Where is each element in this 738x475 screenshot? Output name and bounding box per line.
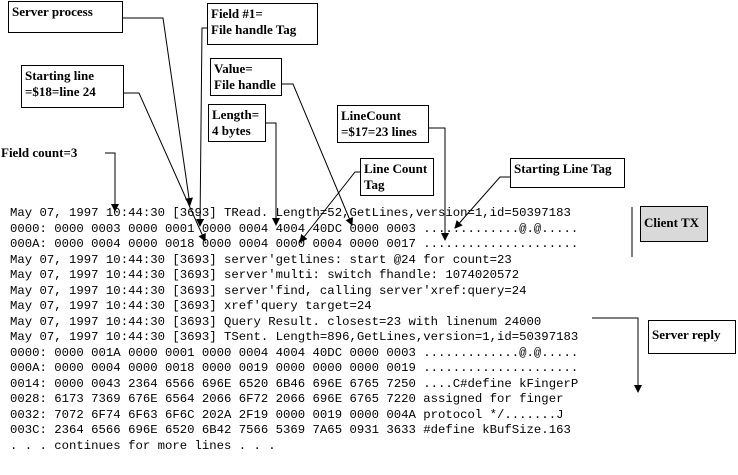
callout-field1-file-handle-tag: Field #1= File handle Tag (207, 3, 318, 45)
log-line: 0032: 7072 6F74 6F63 6F6C 202A 2F19 0000… (10, 407, 564, 422)
callout-starting-line-tag: Starting Line Tag (510, 158, 625, 188)
arrow-line-count-tag (299, 171, 360, 243)
log-line: May 07, 1997 10:44:30 [3693] xref'query … (10, 299, 372, 313)
arrow-starting-line-tag (454, 176, 510, 229)
log-line: May 07, 1997 10:44:30 [3693] server'find… (10, 283, 527, 298)
arrow-server-reply (592, 317, 642, 393)
callout-length-4-bytes: Length= 4 bytes (208, 104, 266, 142)
callout-client-tx: Client TX (640, 206, 708, 242)
log-line: May 07, 1997 10:44:30 [3693] Query Resul… (10, 314, 542, 329)
log-line: 000A: 0000 0004 0000 0018 0000 0004 0000… (10, 237, 579, 251)
callout-server-process: Server process (8, 1, 123, 33)
callout-starting-line: Starting line =$18=line 24 (21, 65, 124, 108)
arrow-value (282, 83, 353, 226)
log-line: . . . continues for more lines . . . (10, 438, 276, 453)
arrow-length (266, 122, 280, 226)
callout-line-count-tag: Line Count Tag (360, 158, 434, 196)
arrow-linecount (429, 127, 449, 241)
log-line: May 07, 1997 10:44:30 [3693] TRead. Leng… (10, 206, 571, 220)
arrow-field-count (105, 152, 119, 212)
log-listing: May 07, 1997 10:44:30 [3693] TRead. Leng… (10, 206, 578, 454)
callout-server-reply: Server reply (648, 320, 736, 354)
log-line: 000A: 0000 0004 0000 0018 0000 0019 0000… (10, 361, 579, 375)
arrow-server-process (123, 17, 193, 206)
callout-value-file-handle: Value= File handle (210, 58, 282, 96)
arrow-starting-line (124, 92, 206, 242)
log-line: May 07, 1997 10:44:30 [3693] TSent. Leng… (10, 330, 579, 344)
log-line: May 07, 1997 10:44:30 [3693] server'mult… (10, 268, 520, 282)
callout-linecount: LineCount =$17=23 lines (337, 105, 429, 143)
log-line: 0014: 0000 0043 2364 6566 696E 6520 6B46… (10, 376, 579, 391)
log-line: 003C: 2364 6566 696E 6520 6B42 7566 5369… (10, 423, 571, 437)
label-field-count: Field count=3 (1, 145, 78, 160)
log-line: 0000: 0000 001A 0000 0001 0000 0004 4004… (10, 345, 579, 360)
arrow-field1 (196, 27, 207, 227)
log-line: 0028: 6173 7369 676E 6564 2066 6F72 2066… (10, 392, 564, 406)
log-line: May 07, 1997 10:44:30 [3693] server'getl… (10, 252, 512, 267)
